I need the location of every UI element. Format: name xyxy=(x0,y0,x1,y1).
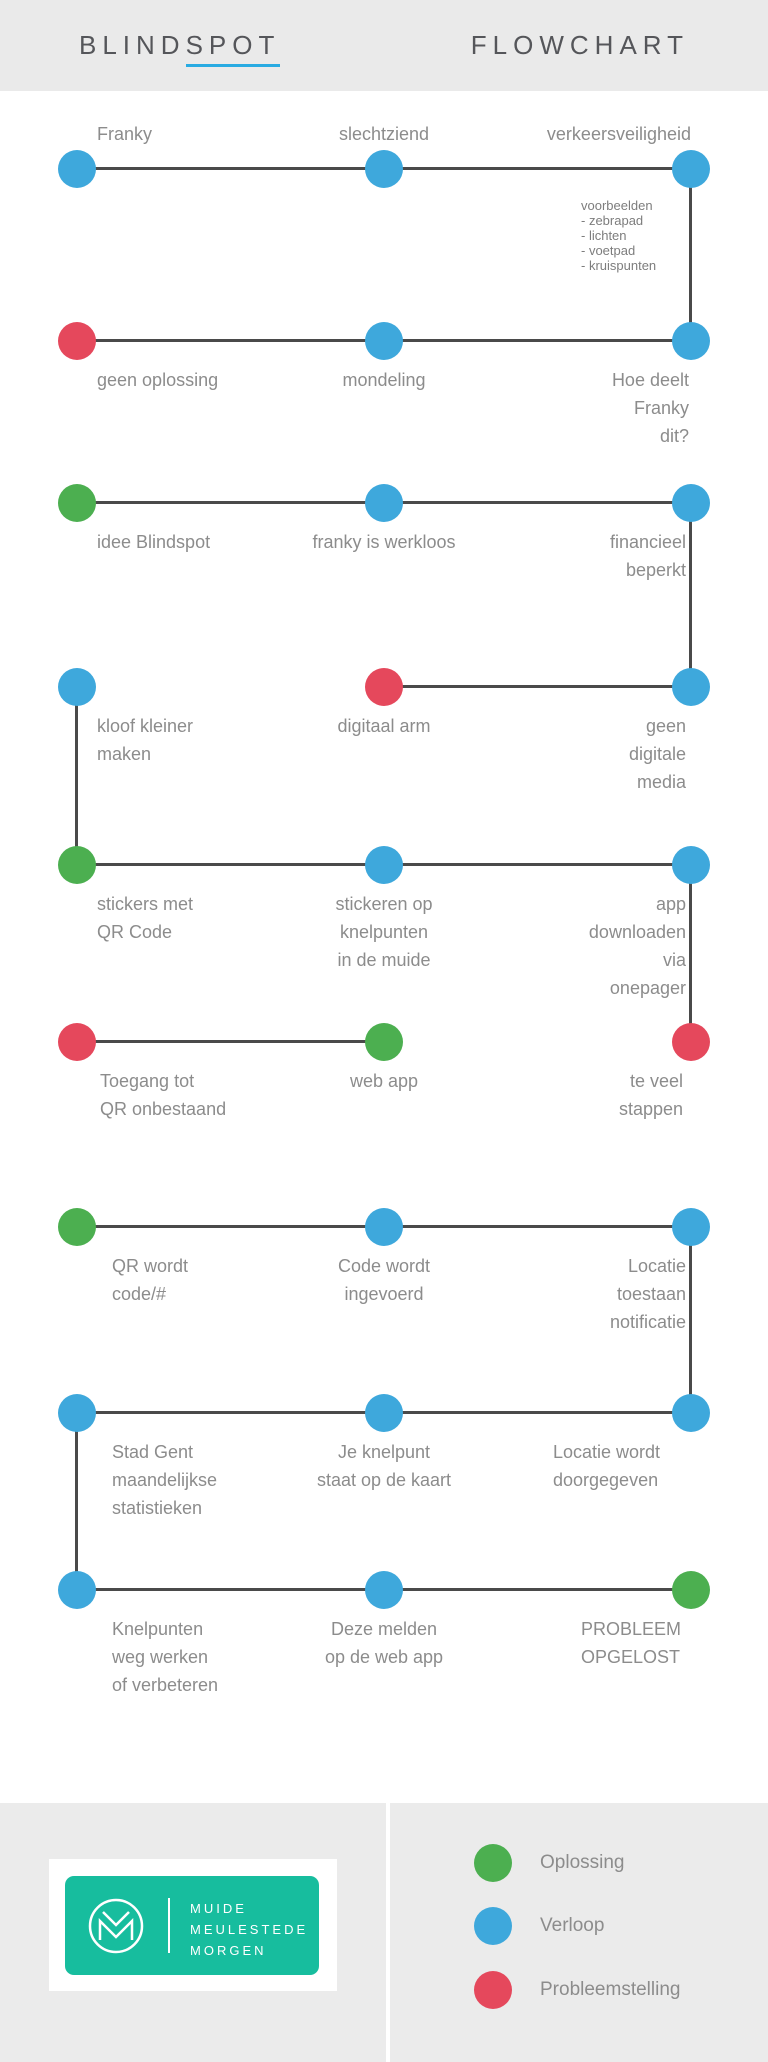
annotation-voorbeelden: voorbeelden - zebrapad - lichten - voetp… xyxy=(581,198,656,273)
node-dot-r2c3 xyxy=(672,322,710,360)
node-dot-r7c1 xyxy=(58,1208,96,1246)
node-label-r8c2: Je knelpunt staat op de kaart xyxy=(316,1442,452,1490)
connector-vline-r3-r4 xyxy=(689,503,692,687)
node-dot-r1c2 xyxy=(365,150,403,188)
annotation-item: - kruispunten xyxy=(581,258,657,273)
node-dot-r9c1 xyxy=(58,1571,96,1609)
mmm-logo-text: MUIDE MEULESTEDE MORGEN xyxy=(190,1898,308,1961)
node-label-r8c3: Locatie wordt doorgegeven xyxy=(553,1442,661,1490)
node-label-r5c1: stickers met QR Code xyxy=(97,894,194,942)
node-dot-r4c2 xyxy=(365,668,403,706)
connector-vline-r7-r8 xyxy=(689,1227,692,1413)
node-dot-r5c3 xyxy=(672,846,710,884)
node-dot-r2c2 xyxy=(365,322,403,360)
node-label-r6c3: te veel stappen xyxy=(618,1071,683,1119)
mmm-logo-line: MORGEN xyxy=(190,1943,267,1958)
node-dot-r2c1 xyxy=(58,322,96,360)
brand-underlined: SPOT xyxy=(185,30,281,67)
legend-dot-oplossing xyxy=(474,1844,512,1882)
annotation-item: - lichten xyxy=(581,228,627,243)
node-label-r9c2: Deze melden op de web app xyxy=(324,1619,444,1667)
node-dot-r5c2 xyxy=(365,846,403,884)
node-label-r3c1: idee Blindspot xyxy=(97,532,211,552)
connector-vline-r4-r5 xyxy=(75,687,78,865)
annotation-item: - zebrapad xyxy=(581,213,644,228)
mmm-logo-badge: MUIDE MEULESTEDE MORGEN xyxy=(65,1876,319,1975)
node-label-r7c1: QR wordt code/# xyxy=(112,1256,189,1304)
page-title: FLOWCHART xyxy=(470,30,689,60)
node-dot-r6c1 xyxy=(58,1023,96,1061)
connector-hline-row6 xyxy=(77,1040,384,1043)
connector-vline-r5-r6 xyxy=(689,865,692,1042)
node-label-r2c2: mondeling xyxy=(342,370,426,390)
node-dot-r1c3 xyxy=(672,150,710,188)
node-label-r2c1: geen oplossing xyxy=(97,370,219,390)
footer-legend-panel xyxy=(390,1803,768,2062)
node-dot-r5c1 xyxy=(58,846,96,884)
node-dot-r9c2 xyxy=(365,1571,403,1609)
mmm-logo-card: MUIDE MEULESTEDE MORGEN xyxy=(49,1859,337,1991)
mmm-monogram-icon xyxy=(88,1898,144,1954)
node-dot-r3c2 xyxy=(365,484,403,522)
node-label-r6c2: web app xyxy=(349,1071,419,1091)
node-label-r8c1: Stad Gent maandelijkse statistieken xyxy=(112,1442,218,1518)
node-label-r1c2: slechtziend xyxy=(338,124,430,144)
annotation-title: voorbeelden xyxy=(581,198,653,213)
node-label-r9c3: PROBLEEM OPGELOST xyxy=(581,1619,682,1667)
legend-label-oplossing: Oplossing xyxy=(540,1852,625,1873)
node-label-r3c2: franky is werkloos xyxy=(312,532,456,552)
node-label-r4c1: kloof kleiner maken xyxy=(97,716,194,764)
header: BLINDSPOT FLOWCHART xyxy=(0,0,768,91)
legend-dot-probleemstelling xyxy=(474,1971,512,2009)
connector-vline-r8-r9 xyxy=(75,1413,78,1590)
node-label-r1c3: verkeersveiligheid xyxy=(546,124,691,144)
legend-label-probleemstelling: Probleemstelling xyxy=(540,1979,681,2000)
legend-label-verloop: Verloop xyxy=(540,1915,605,1936)
node-dot-r8c1 xyxy=(58,1394,96,1432)
node-label-r6c1: Toegang tot QR onbestaand xyxy=(100,1071,227,1119)
node-dot-r6c3 xyxy=(672,1023,710,1061)
node-dot-r3c3 xyxy=(672,484,710,522)
mmm-logo-line: MEULESTEDE xyxy=(190,1922,309,1937)
mmm-logo-line: MUIDE xyxy=(190,1901,247,1916)
node-dot-r8c2 xyxy=(365,1394,403,1432)
node-label-r9c1: Knelpunten weg werken of verbeteren xyxy=(112,1619,219,1695)
node-dot-r4c1 xyxy=(58,668,96,706)
annotation-item: - voetpad xyxy=(581,243,636,258)
node-dot-r9c3 xyxy=(672,1571,710,1609)
mmm-logo-divider xyxy=(168,1898,170,1953)
connector-hline-row4 xyxy=(384,685,691,688)
node-label-r4c3: geen digitale media xyxy=(628,716,686,792)
node-dot-r7c2 xyxy=(365,1208,403,1246)
node-dot-r3c1 xyxy=(58,484,96,522)
brand-prefix: BLIND xyxy=(79,30,186,60)
brand-title: BLINDSPOT xyxy=(79,30,281,67)
node-label-r7c3: Locatie toestaan notificatie xyxy=(609,1256,686,1332)
node-label-r4c2: digitaal arm xyxy=(337,716,431,736)
node-dot-r4c3 xyxy=(672,668,710,706)
footer-left-panel: MUIDE MEULESTEDE MORGEN xyxy=(0,1803,386,2062)
node-label-r5c2: stickeren op knelpunten in de muide xyxy=(335,894,433,970)
node-label-r1c1: Franky xyxy=(97,124,153,144)
node-dot-r7c3 xyxy=(672,1208,710,1246)
node-dot-r6c2 xyxy=(365,1023,403,1061)
node-label-r2c3: Hoe deelt Franky dit? xyxy=(611,370,689,446)
node-dot-r1c1 xyxy=(58,150,96,188)
node-label-r7c2: Code wordt ingevoerd xyxy=(337,1256,431,1304)
connector-vline-r1-r2 xyxy=(689,169,692,341)
legend-dot-verloop xyxy=(474,1907,512,1945)
node-label-r3c3: financieel beperkt xyxy=(609,532,686,580)
node-label-r5c3: app downloaden via onepager xyxy=(588,894,687,998)
node-dot-r8c3 xyxy=(672,1394,710,1432)
